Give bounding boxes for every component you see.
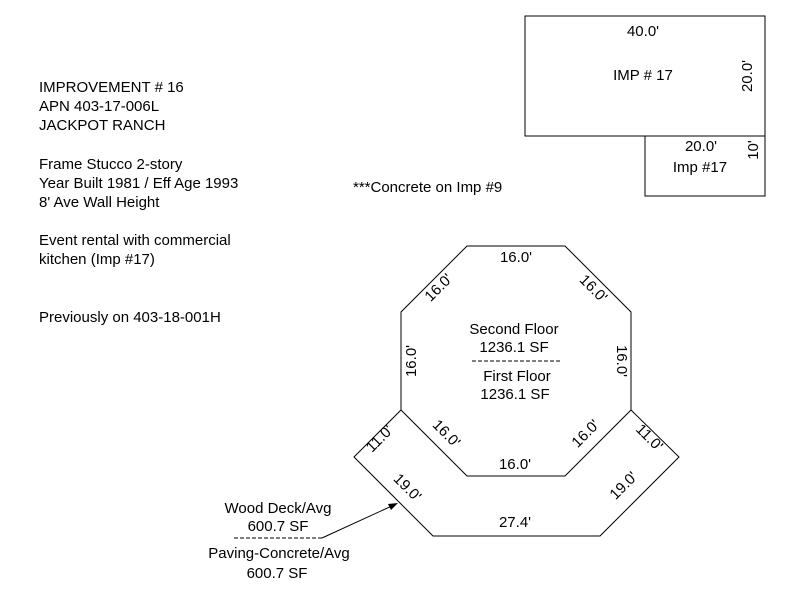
event-note-line1: Event rental with commercial xyxy=(39,232,231,250)
octagon-side-bottom-right: 16.0' xyxy=(568,416,603,451)
ranch-name: JACKPOT RANCH xyxy=(39,117,166,135)
imp17-main-width: 40.0' xyxy=(627,23,659,40)
improvement-number: IMPROVEMENT # 16 xyxy=(39,79,184,96)
first-floor-area: 1236.1 SF xyxy=(480,386,549,403)
deck-side-right-short: 11.0' xyxy=(632,421,666,455)
wall-height: 8' Ave Wall Height xyxy=(39,194,160,212)
imp17-main-depth: 20.0' xyxy=(739,60,756,92)
octagon-side-top: 16.0' xyxy=(500,249,532,266)
imp17-small-label: Imp #17 xyxy=(673,159,727,176)
octagon-side-top-left: 16.0' xyxy=(421,270,456,305)
construction-type: Frame Stucco 2-story xyxy=(39,155,183,173)
paving-concrete-area: 600.7 SF xyxy=(247,565,308,582)
deck-side-bottom: 27.4' xyxy=(499,514,531,531)
octagon-side-top-right: 16.0' xyxy=(576,271,611,306)
deck-side-right-long: 19.0' xyxy=(606,468,641,503)
imp17-main-label: IMP # 17 xyxy=(613,67,673,84)
deck-side-left-short: 11.0' xyxy=(363,422,397,456)
paving-concrete-label: Paving-Concrete/Avg xyxy=(208,545,349,562)
deck-leader-line xyxy=(321,504,395,539)
first-floor-label: First Floor xyxy=(483,368,551,385)
octagon-side-bottom: 16.0' xyxy=(499,456,531,473)
event-note-line2: kitchen (Imp #17) xyxy=(39,251,155,269)
deck-side-left-long: 19.0' xyxy=(390,470,425,505)
year-built: Year Built 1981 / Eff Age 1993 xyxy=(39,174,239,192)
imp17-small-width: 20.0' xyxy=(685,138,717,155)
octagon-side-left: 16.0' xyxy=(403,345,420,377)
apn-number: APN 403-17-006L xyxy=(39,98,160,116)
previous-apn: Previously on 403-18-001H xyxy=(39,308,221,326)
wood-deck-label: Wood Deck/Avg xyxy=(225,500,332,517)
imp17-small-depth: 10' xyxy=(745,140,762,160)
second-floor-label: Second Floor xyxy=(469,321,558,338)
octagon-outline xyxy=(400,245,632,477)
imp17-small-outline xyxy=(644,136,766,197)
octagon-side-bottom-left: 16.0' xyxy=(429,416,464,451)
concrete-note: ***Concrete on Imp #9 xyxy=(353,179,502,196)
second-floor-area: 1236.1 SF xyxy=(479,339,548,356)
wood-deck-area: 600.7 SF xyxy=(248,518,309,535)
property-notes: IMPROVEMENT # 16 APN 403-17-006L JACKPOT… xyxy=(39,78,238,327)
deck-outline xyxy=(353,409,680,537)
octagon-side-right: 16.0' xyxy=(613,345,630,377)
arrow-head-icon xyxy=(388,503,398,510)
